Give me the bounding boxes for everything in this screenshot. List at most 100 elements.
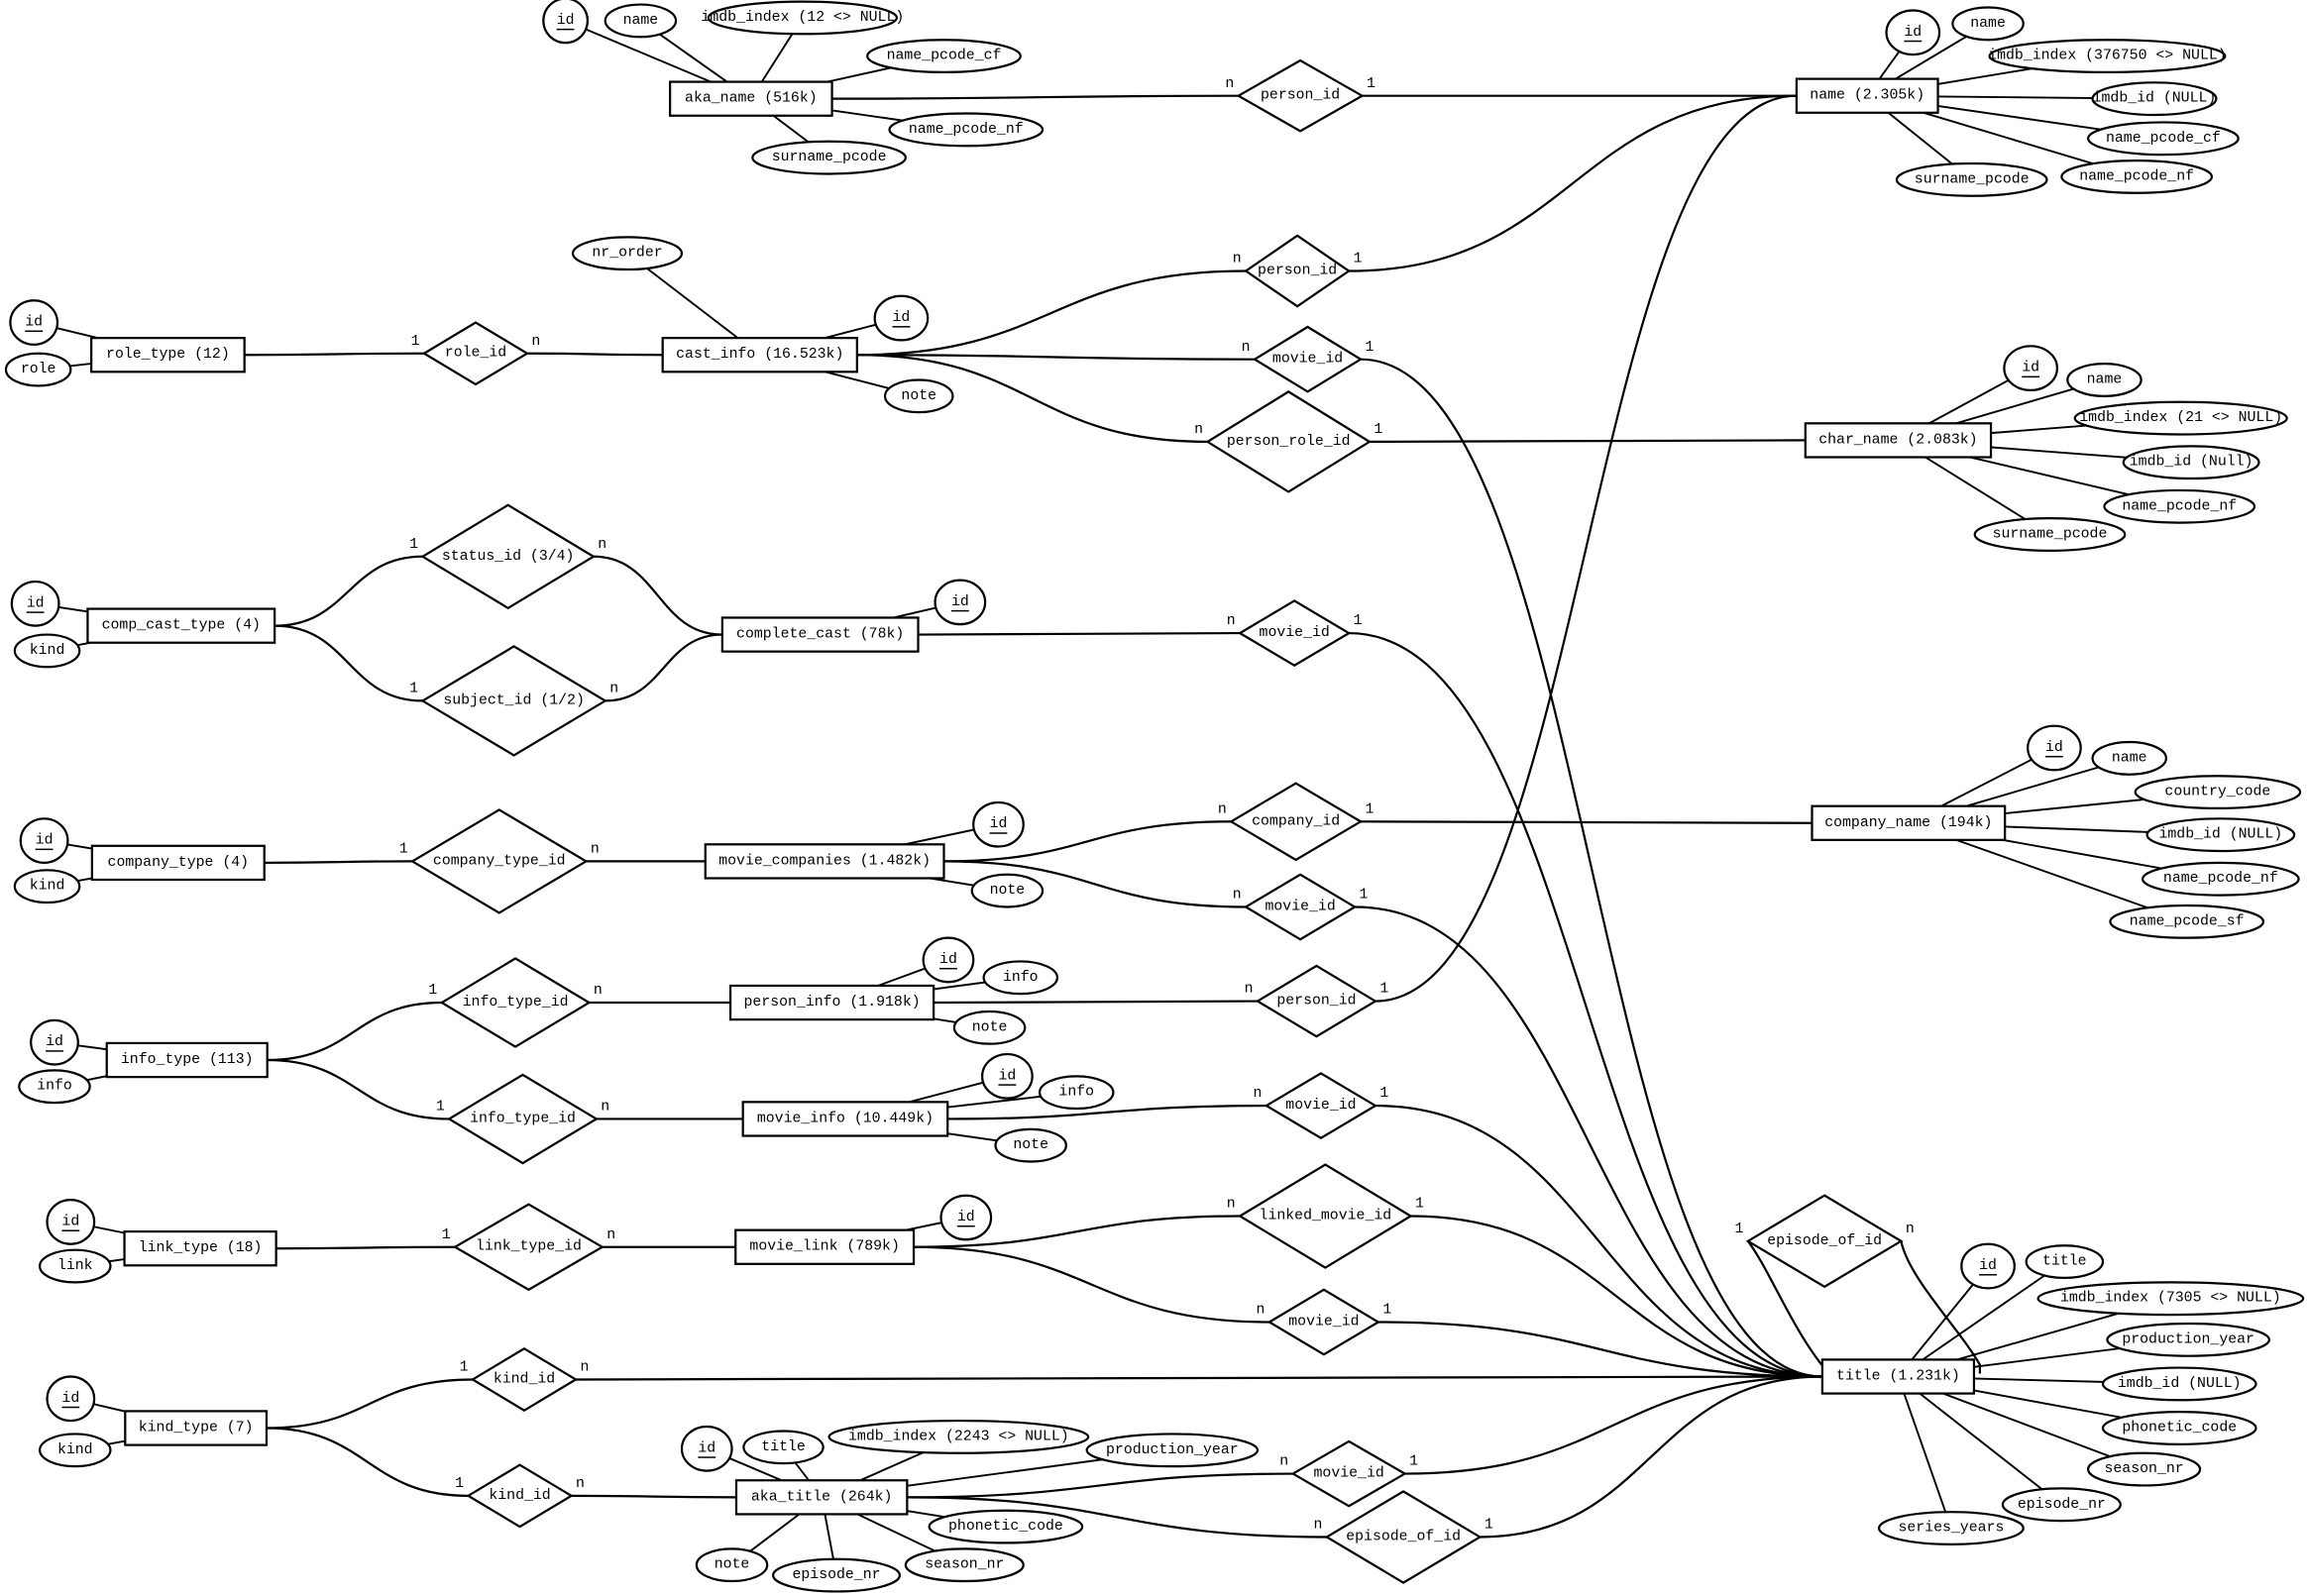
attribute-cast-info-nr-order: nr_order — [571, 236, 684, 271]
relationship-diamond — [466, 1463, 574, 1529]
relationship-line — [593, 555, 722, 636]
entity-label: aka_name (516k) — [685, 91, 818, 107]
cardinality-left: n — [1233, 252, 1242, 267]
attribute-movie-info-id: id — [981, 1052, 1034, 1100]
entity-label: kind_type (7) — [139, 1420, 254, 1436]
entity-company-type[interactable]: company_type (4) — [90, 844, 266, 882]
attribute-person-info-id: id — [922, 936, 975, 984]
relationship-label: kind_id — [494, 1371, 555, 1387]
cardinality-left: 1 — [460, 1360, 469, 1376]
cardinality-right: n — [598, 537, 606, 553]
entity-movie-info[interactable]: movie_info (10.449k) — [741, 1101, 949, 1137]
entity-role-type[interactable]: role_type (12) — [90, 337, 246, 373]
attribute-comp-cast-type-kind: kind — [13, 633, 81, 669]
cardinality-right: 1 — [1379, 1086, 1388, 1102]
attribute-label: name — [1970, 16, 2006, 32]
attribute-ellipse — [46, 1375, 96, 1423]
attribute-label: surname_pcode — [772, 150, 887, 165]
relationship-label: company_id — [1252, 813, 1340, 829]
entity-company-name[interactable]: company_name (194k) — [1811, 804, 2007, 841]
relationship-line — [266, 1378, 473, 1430]
attribute-label: title — [761, 1439, 806, 1455]
entity-movie-companies[interactable]: movie_companies (1.482k) — [704, 843, 945, 880]
attribute-person-info-note: note — [952, 1010, 1027, 1045]
primary-key-label: id — [557, 13, 575, 29]
attribute-ellipse — [2145, 817, 2296, 853]
entity-kind-type[interactable]: kind_type (7) — [124, 1410, 269, 1446]
entity-cast-info[interactable]: cast_info (16.523k) — [661, 337, 858, 373]
cardinality-left: n — [1242, 340, 1251, 356]
entity-box — [734, 1228, 916, 1265]
entity-info-type[interactable]: info_type (113) — [105, 1041, 269, 1079]
attribute-ellipse — [1885, 9, 1941, 56]
cardinality-left: n — [1227, 613, 1236, 629]
relationship-label: person_id — [1276, 994, 1356, 1010]
entity-comp-cast-type[interactable]: comp_cast_type (4) — [86, 607, 276, 644]
entity-movie-link[interactable]: movie_link (789k) — [734, 1228, 916, 1265]
attribute-label: production_year — [1106, 1442, 1239, 1458]
relationship-line — [918, 631, 1241, 636]
cardinality-left: n — [1194, 422, 1203, 438]
entity-name[interactable]: name (2.305k) — [1795, 77, 1939, 114]
attribute-kind-type-kind: kind — [39, 1433, 112, 1468]
attribute-label: name — [623, 13, 659, 29]
relationship-line — [856, 269, 1247, 357]
attribute-ellipse — [2141, 861, 2300, 897]
attribute-ellipse — [827, 1419, 1090, 1454]
relationship-label: kind_id — [489, 1488, 550, 1504]
attribute-ellipse — [2001, 1487, 2122, 1523]
attribute-label: production_year — [2122, 1331, 2254, 1347]
attribute-char-name-name-pcode-nf: name_pcode_nf — [2103, 488, 2256, 524]
entity-aka-title[interactable]: aka_title (264k) — [734, 1479, 909, 1516]
attribute-label: surname_pcode — [1993, 527, 2108, 543]
attribute-movie-companies-note: note — [970, 873, 1045, 908]
relationship-diamond — [1244, 234, 1352, 308]
attribute-ellipse — [707, 0, 899, 36]
entity-link-type[interactable]: link_type (18) — [123, 1230, 277, 1267]
entity-char-name[interactable]: char_name (2.083k) — [1804, 422, 1993, 459]
attribute-char-name-imdb-index-21-null: imdb_index (21 <> NULL) — [2073, 400, 2288, 436]
cardinality-left: 1 — [455, 1476, 464, 1492]
attribute-cast-info-id: id — [873, 294, 930, 342]
attribute-char-name-imdb-id-null: imdb_id (Null) — [2122, 445, 2260, 480]
cardinality-right: n — [594, 983, 603, 999]
relationship-line — [275, 1245, 456, 1250]
entity-complete-cast[interactable]: complete_cast (78k) — [720, 616, 920, 653]
entity-title[interactable]: title (1.231k) — [1820, 1358, 1976, 1395]
attribute-label: link — [57, 1258, 93, 1274]
attribute-line — [1897, 1375, 2062, 1506]
cardinality-left: 1 — [428, 983, 437, 999]
cardinality-right: n — [606, 1227, 615, 1243]
attribute-aka-name-name: name — [604, 3, 678, 39]
attribute-label: season_nr — [2104, 1461, 2183, 1477]
entity-person-info[interactable]: person_info (1.918k) — [728, 984, 935, 1021]
attribute-ellipse — [972, 800, 1025, 848]
entity-aka-name[interactable]: aka_name (516k) — [669, 80, 833, 117]
cardinality-right: 1 — [1354, 252, 1363, 267]
primary-key-label: id — [46, 1034, 63, 1050]
